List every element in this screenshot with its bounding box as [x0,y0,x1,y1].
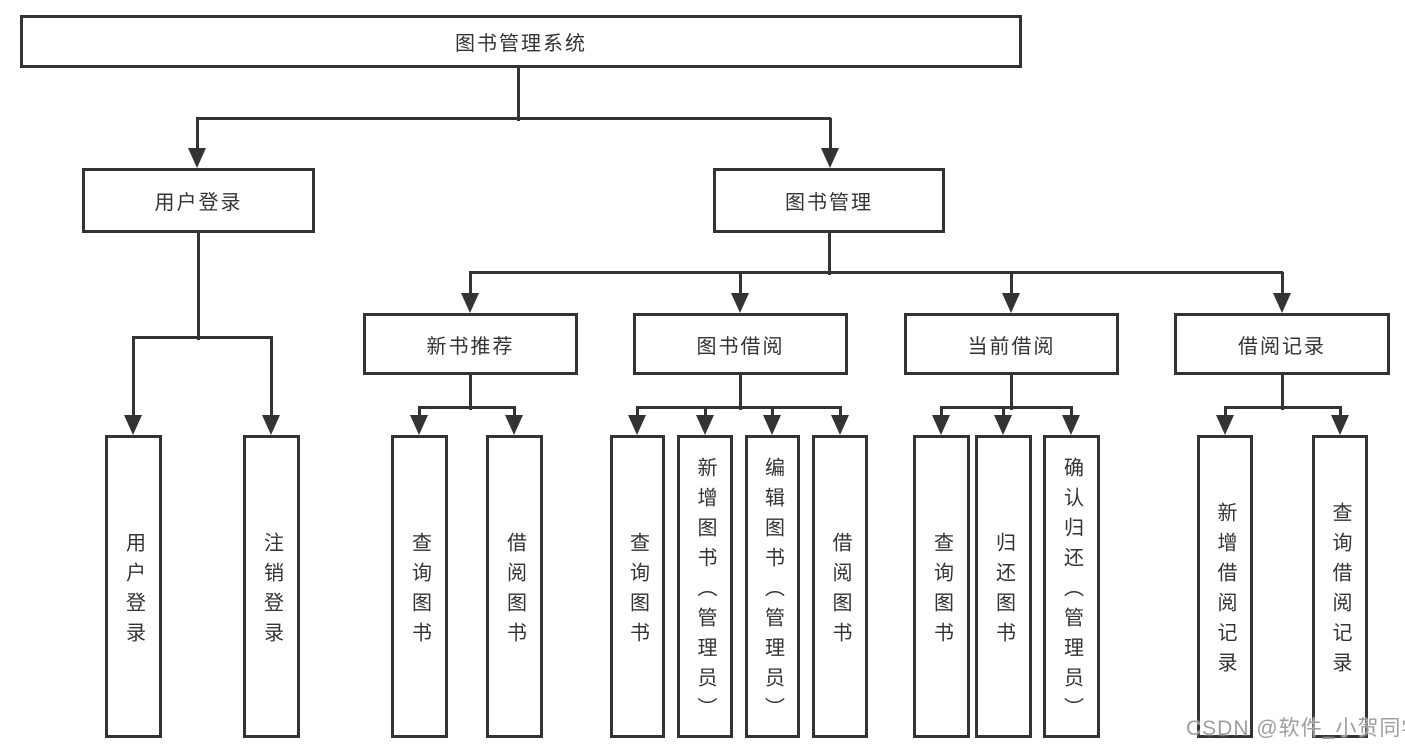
connector-line [1002,407,1005,417]
connector-line [829,118,832,150]
connector-line [513,407,516,417]
connector-line [418,407,421,417]
connector-line [1224,406,1342,409]
arrow-down-icon [932,415,950,435]
arrow-down-icon [262,415,280,435]
arrow-down-icon [188,148,206,168]
connector-line [132,337,135,417]
connector-line [739,272,742,295]
arrow-down-icon [696,415,714,435]
node-book-management: 图书管理 [713,168,945,233]
leaf-search-books-2: 查询图书 [610,435,665,738]
leaf-search-books-3: 查询图书 [913,435,970,738]
arrow-down-icon [821,148,839,168]
arrow-down-icon [1273,293,1291,313]
node-new-book-recommend: 新书推荐 [363,313,578,375]
connector-line [197,233,200,340]
arrow-down-icon [410,415,428,435]
node-book-borrow: 图书借阅 [633,313,848,375]
connector-line [418,406,516,409]
leaf-edit-book-admin: 编辑图书（管理员） [745,435,800,738]
arrow-down-icon [994,415,1012,435]
arrow-down-icon [124,415,142,435]
arrow-down-icon [1331,415,1349,435]
node-new-book-recommend-label: 新书推荐 [426,335,515,358]
node-user-login-label: 用户登录 [154,192,243,214]
node-borrow-records-label: 借阅记录 [1238,335,1326,358]
node-book-borrow-label: 图书借阅 [696,335,785,358]
connector-line [1339,407,1342,417]
arrow-down-icon [461,293,479,313]
leaf-logout: 注销登录 [243,435,300,738]
leaf-confirm-return-admin: 确认归还（管理员） [1043,435,1100,738]
connector-line [469,271,1283,274]
connector-line [517,68,520,121]
arrow-down-icon [628,415,646,435]
connector-line [196,117,831,120]
leaf-return-books: 归还图书 [975,435,1032,738]
connector-line [1010,375,1013,410]
node-book-management-label: 图书管理 [785,192,873,214]
leaf-search-books-1: 查询图书 [391,435,448,738]
connector-line [1224,407,1227,417]
leaf-borrow-books-1: 借阅图书 [486,435,543,738]
connector-line [940,406,1073,409]
connector-line [270,337,273,417]
node-root-label: 图书管理系统 [455,33,587,55]
leaf-add-borrow-record: 新增借阅记录 [1197,435,1253,738]
connector-line [1281,375,1284,410]
node-user-login: 用户登录 [82,168,315,233]
connector-line [636,407,639,417]
arrow-down-icon [1062,415,1080,435]
arrow-down-icon [1216,415,1234,435]
connector-line [636,406,842,409]
connector-line [739,375,742,410]
connector-line [839,407,842,417]
connector-line [771,407,774,417]
connector-line [828,233,831,275]
leaf-search-borrow-record: 查询借阅记录 [1312,435,1368,738]
node-root: 图书管理系统 [20,15,1022,68]
leaf-borrow-books-2: 借阅图书 [812,435,868,738]
connector-line [469,272,472,295]
arrow-down-icon [505,415,523,435]
csdn-watermark: CSDN @软件_小贺同学 [1186,717,1405,740]
connector-line [704,407,707,417]
connector-line [940,407,943,417]
node-current-borrow: 当前借阅 [904,313,1119,375]
connector-line [1281,272,1284,295]
connector-line [1010,272,1013,295]
connector-line [196,118,199,150]
arrow-down-icon [831,415,849,435]
leaf-add-book-admin: 新增图书（管理员） [677,435,733,738]
leaf-user-login: 用户登录 [105,435,162,738]
node-borrow-records: 借阅记录 [1174,313,1390,375]
arrow-down-icon [731,293,749,313]
arrow-down-icon [1002,293,1020,313]
connector-line [469,375,472,410]
connector-line [132,336,273,339]
arrow-down-icon [763,415,781,435]
node-current-borrow-label: 当前借阅 [967,335,1056,358]
connector-line [1070,407,1073,417]
